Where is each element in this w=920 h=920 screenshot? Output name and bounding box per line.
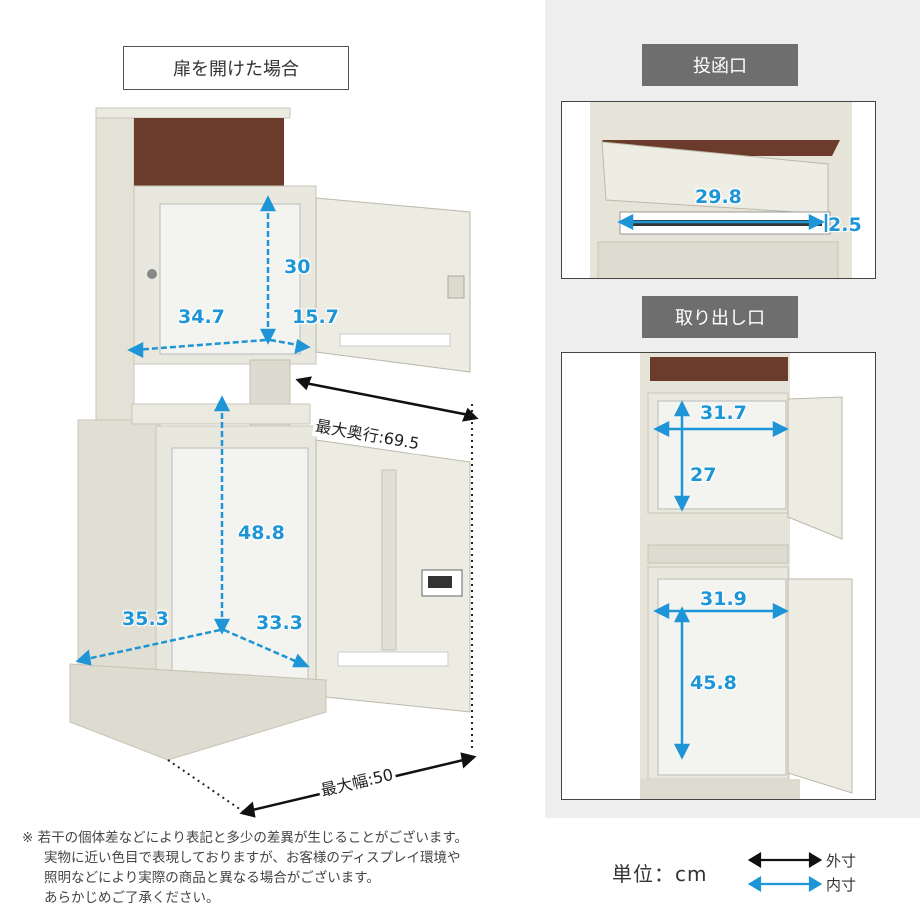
upper-tower-top	[95, 107, 291, 119]
upper-tower-left-side	[95, 109, 135, 429]
note-line-4: あらかじめご了承ください。	[44, 890, 220, 906]
slot-photo	[561, 101, 876, 279]
unit-label: 単位：cm	[612, 862, 708, 886]
product-illustration	[69, 107, 479, 818]
takeout-label-text: 取り出し口	[675, 308, 765, 329]
note-line-2: 実物に近い色目で表現しておりますが、お客様のディスプレイ環境や	[44, 850, 461, 866]
slot-label-text: 投函口	[693, 56, 747, 77]
open-door-label: 扉を開けた場合	[123, 46, 349, 90]
dim-upper-height: 30	[284, 256, 311, 278]
note-line-1: ※ 若干の個体差などにより表記と多少の差異が生じることがございます。	[22, 830, 468, 846]
upper-box-interior	[159, 203, 301, 355]
open-door-label-text: 扉を開けた場合	[173, 59, 299, 80]
dim-lower-height: 48.8	[238, 522, 285, 544]
lower-door-handle	[381, 469, 397, 651]
upper-door-slot	[339, 333, 451, 347]
dim-slot-height: 2.5	[828, 214, 862, 236]
dim-upper-depth: 15.7	[292, 306, 339, 328]
outer-arrow-icon	[748, 852, 822, 868]
dim-slot-width: 29.8	[695, 186, 742, 208]
takeout-photo-illustration	[640, 353, 853, 799]
dim-lower-width: 35.3	[122, 608, 169, 630]
dim-takeout-upper-width: 31.7	[700, 402, 747, 424]
note-line-3: 照明などにより実際の商品と異なる場合がございます。	[44, 870, 380, 886]
dim-lower-depth: 33.3	[256, 612, 303, 634]
legend-inner: 内寸	[826, 876, 857, 894]
lower-door-slot	[337, 651, 449, 667]
dim-takeout-lower-height: 45.8	[690, 672, 737, 694]
takeout-label: 取り出し口	[642, 296, 798, 338]
legend-outer: 外寸	[826, 852, 857, 870]
inner-arrow-icon	[748, 876, 822, 892]
lower-cabinet-side	[77, 419, 161, 703]
upper-lock-icon	[147, 269, 157, 279]
base-plinth	[69, 663, 327, 761]
upper-door	[315, 197, 471, 373]
dim-takeout-upper-height: 27	[690, 464, 717, 486]
dim-takeout-lower-width: 31.9	[700, 588, 747, 610]
upper-door-latch	[447, 275, 465, 299]
dim-upper-width: 34.7	[178, 306, 225, 328]
lower-box-interior	[171, 447, 309, 689]
legend-arrows	[748, 852, 822, 892]
takeout-photo	[561, 352, 876, 800]
wood-panel	[134, 118, 284, 186]
slot-label: 投函口	[642, 44, 798, 86]
slot-photo-illustration	[590, 102, 852, 278]
